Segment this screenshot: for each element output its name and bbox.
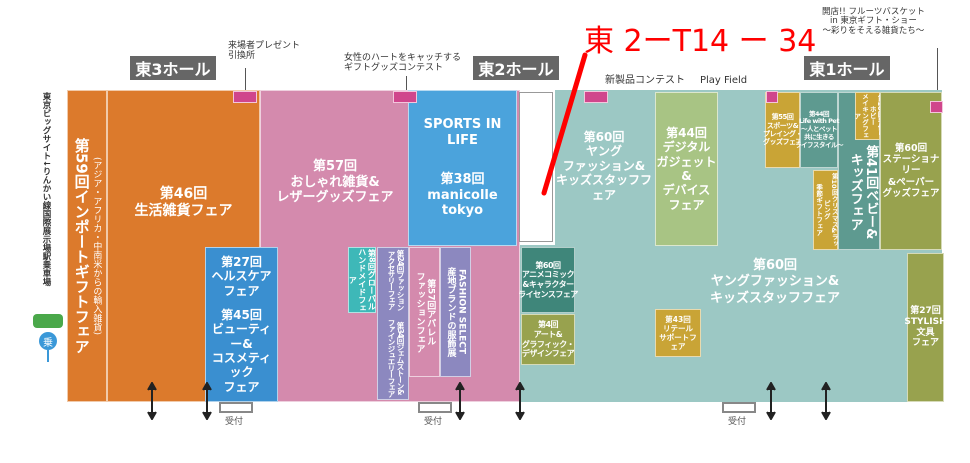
zone-art[interactable]: 第4回 アート& グラフィック・ デザインフェア xyxy=(521,314,575,365)
zone-health-beauty[interactable]: 第27回 ヘルスケア フェア 第45回 ビューティー& コスメティック フェア xyxy=(205,247,278,402)
entrance-arrow-icon xyxy=(202,382,212,420)
note-new-product: 新製品コンテスト xyxy=(605,75,685,86)
station-label: 東京ビッグサイト↓りんかい線国際展示場駅乗車場 xyxy=(41,92,51,287)
zone-accessory-jewelry[interactable]: 第24回ファッション アクセサリーフェア 第34回ジェムストーン& ファインジュ… xyxy=(377,247,409,400)
zone-stylish[interactable]: 第27回 STYLISH 文具 フェア xyxy=(904,253,947,402)
reception-label: 受付 xyxy=(424,417,443,427)
sports-in-life-label: SPORTS IN LIFE xyxy=(423,117,502,148)
fruit-basket-spot[interactable] xyxy=(930,101,943,113)
zone-retail[interactable]: 第43回 リテール サポートフェア xyxy=(655,309,701,357)
health-label: 第27回 ヘルスケア フェア xyxy=(211,254,272,298)
zone-title: 第59回インポートギフトフェア xyxy=(72,138,91,354)
entrance-arrow-icon xyxy=(766,382,776,420)
entrance-arrow-icon xyxy=(455,382,465,420)
reception-desk xyxy=(418,402,452,413)
jewelry-label: 第34回ジェムストーン& ファインジュエリーフェア xyxy=(387,319,405,397)
entrance-arrow-icon xyxy=(821,382,831,420)
accessory-label: 第24回ファッション アクセサリーフェア xyxy=(387,250,405,311)
zone-young-east2[interactable]: 第60回 ヤング ファッション& キッズスタッフフェア xyxy=(555,130,652,202)
note-fruit-basket: 開店!! フルーツバスケット in 東京ギフト・ショー 〜彩りをそえる雑貨たち〜 xyxy=(822,7,925,36)
hall-label-east3: 東3ホール xyxy=(130,56,216,80)
zone-pet[interactable]: 第44回 Life with Pet 〜人とペット 共に生きる ライフスタイル〜 xyxy=(795,92,844,168)
leader-line xyxy=(245,68,246,94)
zone-fashion-select[interactable]: FASHION SELECT 産地ブランドの服飾展 xyxy=(440,247,471,377)
note-heart: 女性のハートをキャッチする ギフトグッズコンテスト xyxy=(344,53,462,73)
hall-label-east2: 東2ホール xyxy=(473,56,559,80)
entrance-arrow-icon xyxy=(515,382,525,420)
zone-subtitle: (アジア・アフリカ・中南米からの輸入雑貨) xyxy=(91,156,102,336)
note-play-field: Play Field xyxy=(700,75,748,86)
reception-label: 受付 xyxy=(225,417,244,427)
zone-import-gift[interactable]: 第59回インポートギフトフェア (アジア・アフリカ・中南米からの輸入雑貨) xyxy=(67,90,107,402)
zone-digital[interactable]: 第44回 デジタル ガジェット& デバイス フェア xyxy=(655,92,718,246)
gift-contest-spot[interactable] xyxy=(393,91,417,103)
zone-hobby[interactable]: 第10回手作りホビー メイキングフェア xyxy=(853,92,884,140)
bus-stop-pole xyxy=(47,350,49,362)
zone-handmade[interactable]: 第8回グローバル ハンドメイドフェア xyxy=(348,247,377,313)
present-exchange-spot[interactable] xyxy=(233,91,257,103)
hall-label-east1: 東1ホール xyxy=(804,56,890,80)
note-present: 来場者プレゼント 引換所 xyxy=(228,41,301,61)
zone-apparel[interactable]: 第57回アパレル ファッションフェア xyxy=(409,247,440,377)
reception-desk xyxy=(722,402,756,413)
leader-line xyxy=(937,48,938,100)
play-field-spot[interactable] xyxy=(766,91,778,103)
bus-icon xyxy=(33,314,63,328)
zone-manicolle[interactable]: SPORTS IN LIFE 第38回 manicolle tokyo xyxy=(408,90,517,246)
reception-label: 受付 xyxy=(728,417,747,427)
bus-stop-icon: 乗 xyxy=(39,332,57,350)
leader-line xyxy=(406,76,407,94)
zone-sports-play[interactable]: 第55回 スポーツ& プレイング・ グッズフェア xyxy=(763,92,803,168)
beauty-label: 第45回 ビューティー& コスメティック フェア xyxy=(211,307,272,394)
zone-xmas[interactable]: 第10回クリスマス&ラッピング 季節ギフトフェア xyxy=(813,170,838,250)
new-product-contest-spot[interactable] xyxy=(584,91,608,103)
booth-pointer-line xyxy=(541,52,588,196)
manicolle-label: 第38回 manicolle tokyo xyxy=(427,172,498,219)
entrance-arrow-icon xyxy=(147,382,157,420)
booth-marker-label: 東 2ーT14 ー 34 xyxy=(584,24,817,59)
zone-stationery[interactable]: 第60回 ステーショナリー &ペーパー グッズフェア xyxy=(880,92,942,250)
baby-kids-label: 第41回ベビー& キッズフェア xyxy=(847,145,879,240)
zone-anime[interactable]: 第60回 アニメコミック &キャラクター ライセンスフェア xyxy=(518,247,578,313)
reception-desk xyxy=(219,402,253,413)
zone-young-east1[interactable]: 第60回 ヤングファッション& キッズスタッフフェア xyxy=(709,258,840,306)
